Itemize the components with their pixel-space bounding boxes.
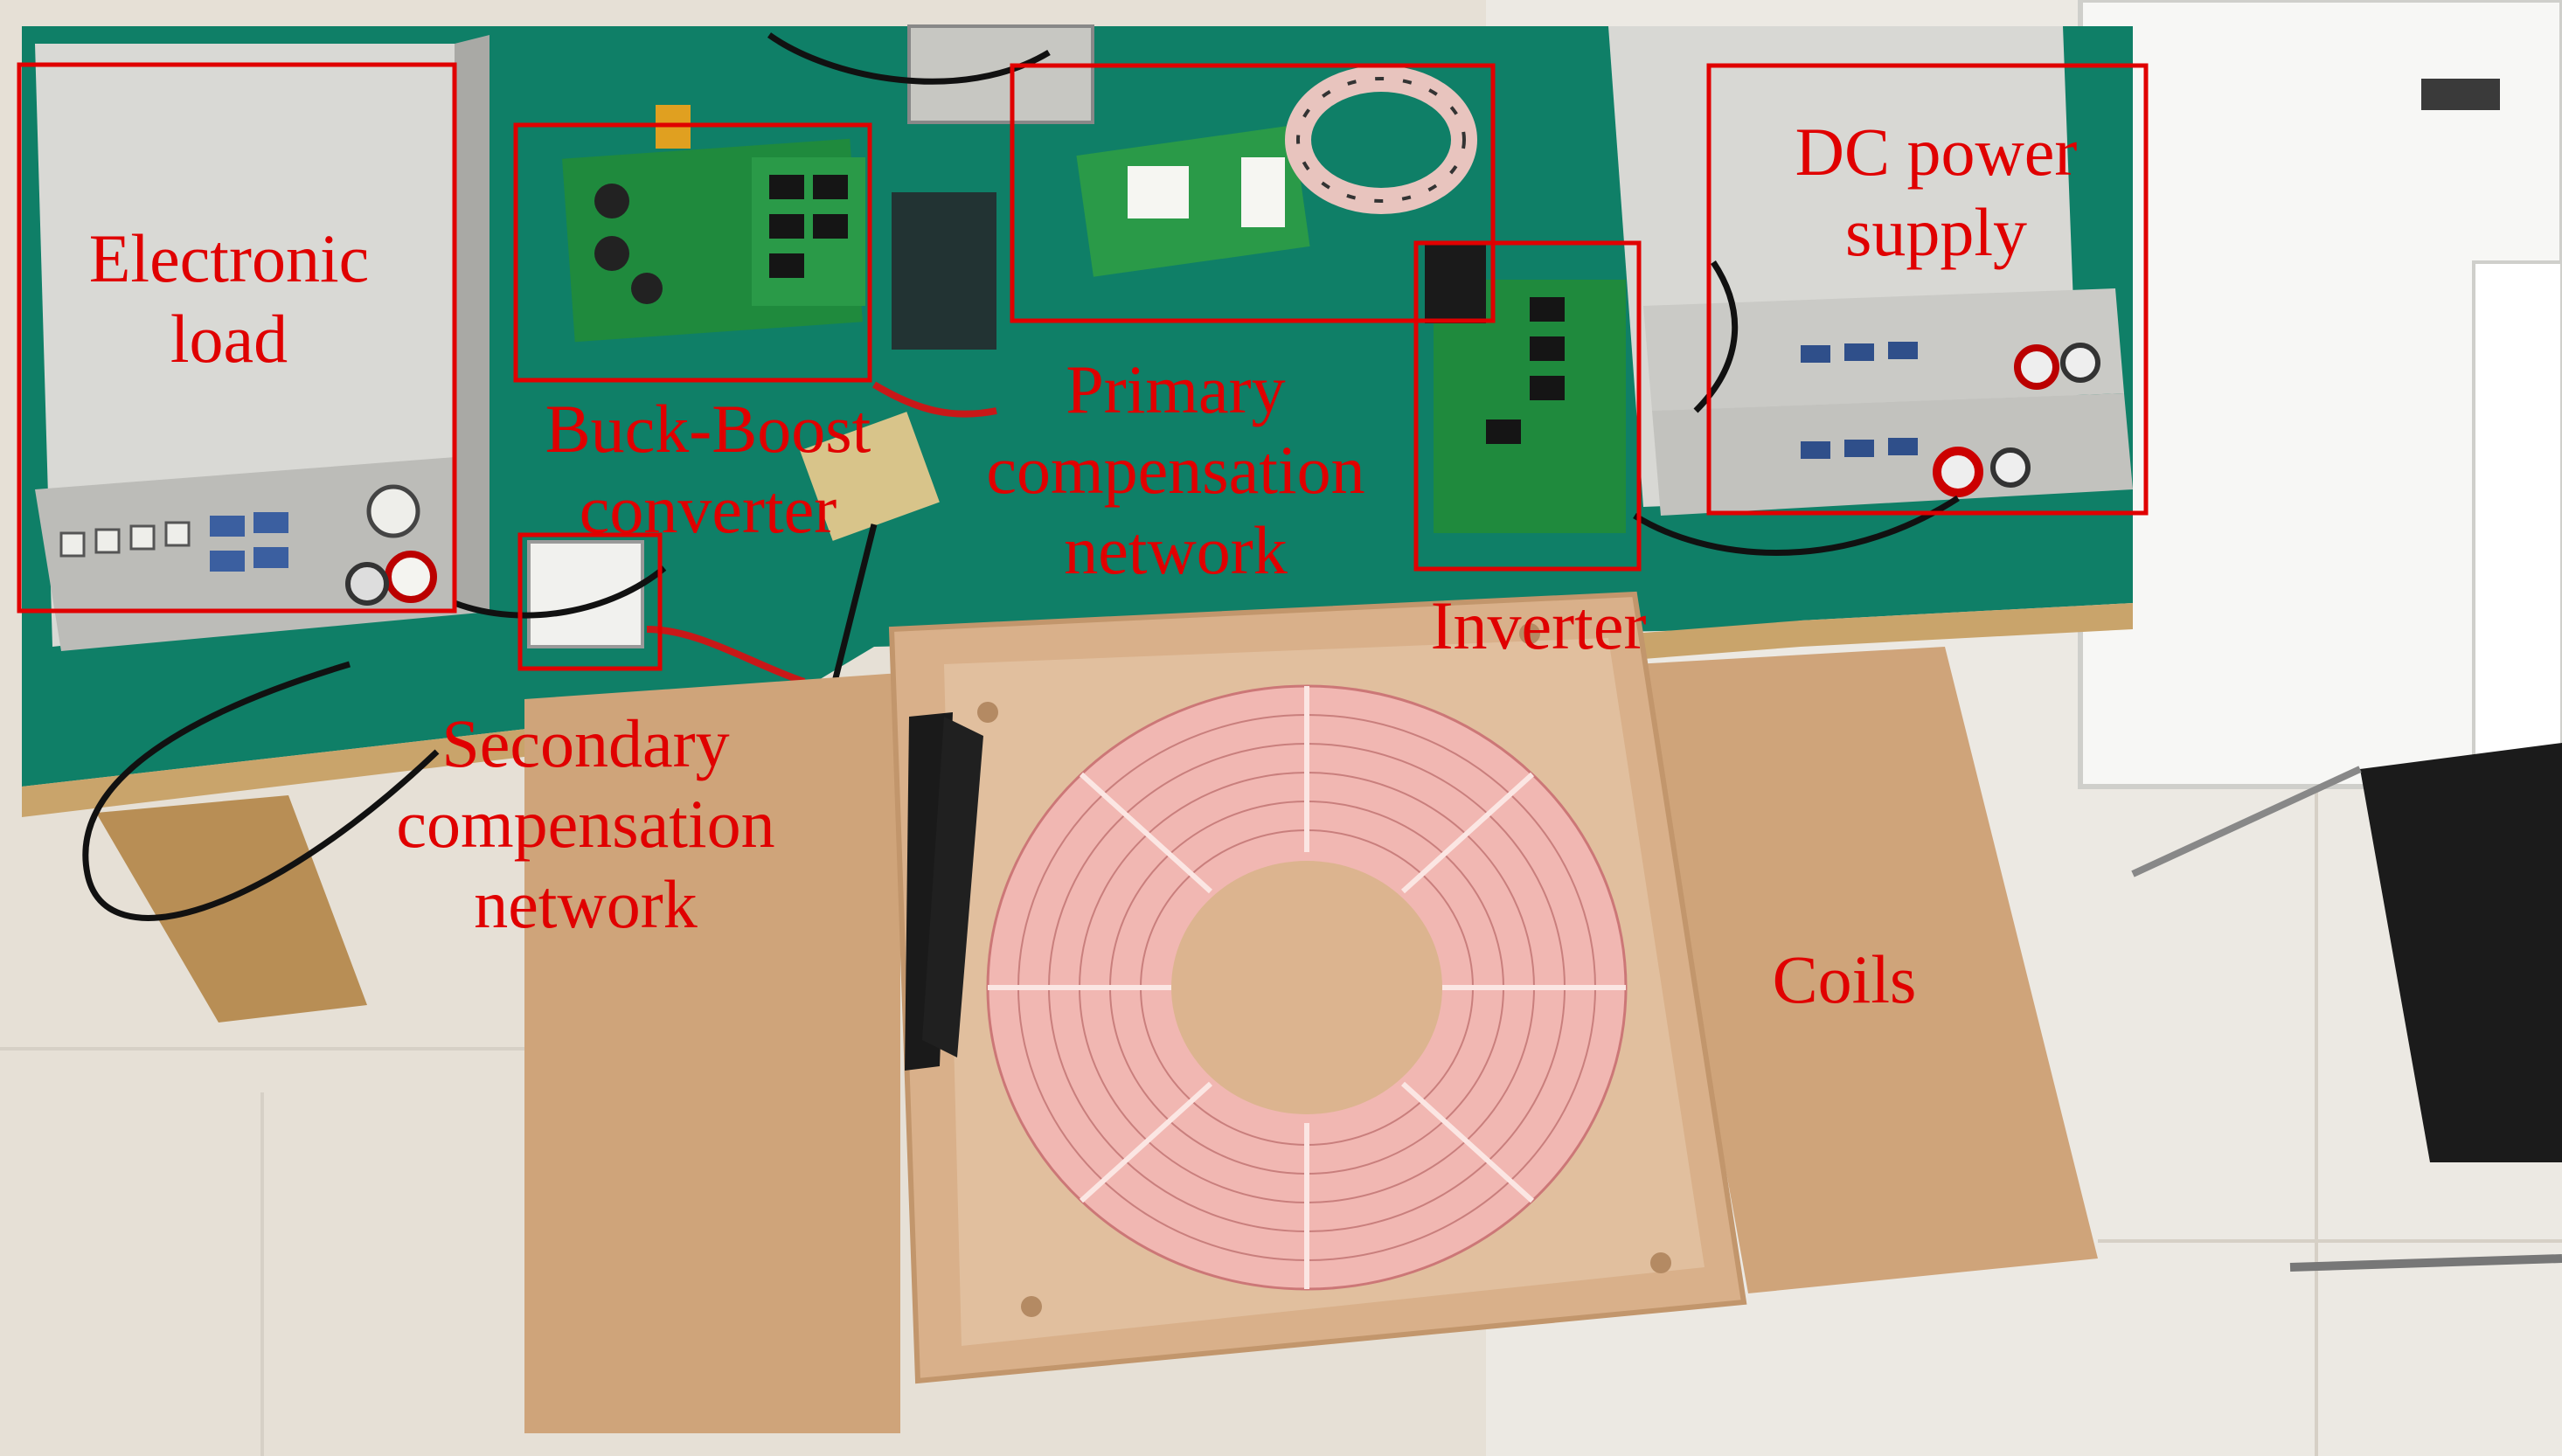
spiral-coil xyxy=(986,684,1628,1291)
box-inverter xyxy=(1413,240,1642,572)
label-secondary: Secondary compensation network xyxy=(396,705,775,942)
buck-boost-pcb xyxy=(562,105,996,350)
label-electronic-load: Electronic load xyxy=(88,220,370,377)
dc-power-supply-instrument xyxy=(1608,26,2133,516)
table-leg xyxy=(96,795,367,1023)
label-primary: Primary compensation network xyxy=(986,351,1365,588)
box-electronic-load xyxy=(17,62,457,614)
box-primary xyxy=(1010,63,1496,323)
relay-board xyxy=(800,412,940,541)
primary-compensation-pcb xyxy=(1076,125,1310,277)
label-dc-power: DC power supply xyxy=(1795,114,2078,270)
black-chair xyxy=(2360,743,2562,1162)
box-secondary xyxy=(517,532,663,671)
electronic-load-instrument xyxy=(35,35,489,651)
cardboard-left xyxy=(524,673,900,1433)
label-coils: Coils xyxy=(1772,941,1917,1017)
label-buck-boost: Buck-Boost converter xyxy=(545,391,871,547)
box-dc-power xyxy=(1706,63,2149,516)
inverter-pcb xyxy=(1425,245,1626,533)
label-inverter: Inverter xyxy=(1430,587,1647,663)
toroid-coil xyxy=(1285,66,1477,214)
cardboard-right xyxy=(1635,647,2098,1293)
box-buck-boost xyxy=(513,122,872,383)
annotation-boxes xyxy=(17,62,2149,671)
